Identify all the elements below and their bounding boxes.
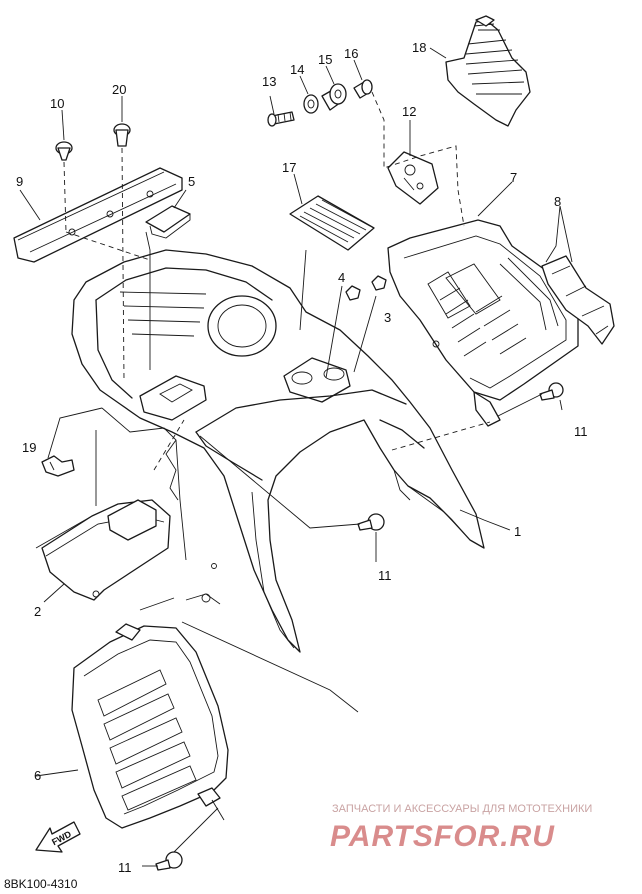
part-12-bracket (387, 151, 439, 205)
callout-16: 16 (344, 46, 358, 61)
diagram-code: 8BK100-4310 (4, 877, 78, 891)
part-11-bolt-bottom (155, 851, 183, 871)
callout-9: 9 (16, 174, 23, 189)
part-4-hook (345, 285, 361, 301)
part-17-mat (289, 195, 375, 251)
part-11-bolt-center (357, 513, 385, 531)
watermark: ЗАПЧАСТИ И АКСЕССУАРЫ ДЛЯ МОТОТЕХНИКИ PA… (330, 803, 592, 853)
callout-12: 12 (402, 104, 416, 119)
callout-6: 6 (34, 768, 41, 783)
callout-7: 7 (510, 170, 517, 185)
callout-15: 15 (318, 52, 332, 67)
leader-lines (19, 47, 573, 867)
part-16-collar (353, 79, 373, 99)
callout-17: 17 (282, 160, 296, 175)
callout-14: 14 (290, 62, 304, 77)
callout-20: 20 (112, 82, 126, 97)
part-5-plate (145, 205, 191, 239)
watermark-tagline: ЗАПЧАСТИ И АКСЕССУАРЫ ДЛЯ МОТОТЕХНИКИ (332, 803, 592, 815)
callout-18: 18 (412, 40, 426, 55)
part-3-hook (371, 275, 387, 291)
callout-8: 8 (554, 194, 561, 209)
part-1-front-cowl (71, 249, 485, 653)
callout-19: 19 (22, 440, 36, 455)
callout-5: 5 (188, 174, 195, 189)
part-7-right-panel (387, 219, 579, 427)
part-6-left-panel (71, 623, 229, 829)
callout-13: 13 (262, 74, 276, 89)
callout-11-center: 11 (378, 568, 392, 583)
callout-10: 10 (50, 96, 64, 111)
part-19-clip (41, 455, 75, 477)
part-20-clip (113, 123, 131, 147)
part-11-bolt-right (539, 382, 564, 401)
callout-11-bottom: 11 (118, 860, 132, 875)
watermark-logo: PARTSFOR.RU (330, 820, 555, 853)
part-8-strips (541, 255, 615, 345)
part-9-rail (13, 167, 183, 263)
callout-11-right: 11 (574, 424, 588, 439)
fwd-arrow-icon: FWD (35, 821, 81, 853)
part-18-boot (445, 15, 531, 127)
callout-3: 3 (384, 310, 391, 325)
part-14-washer (303, 94, 319, 114)
callout-2: 2 (34, 604, 41, 619)
part-13-bolt (267, 111, 295, 127)
part-2-cover (41, 499, 171, 601)
callout-1: 1 (514, 524, 521, 539)
part-10-clip (55, 141, 73, 161)
callout-numbers: 1 2 3 4 5 6 7 8 9 10 11 11 11 12 13 14 1… (16, 40, 588, 875)
part-15-bushing (321, 83, 347, 111)
callout-4: 4 (338, 270, 345, 285)
